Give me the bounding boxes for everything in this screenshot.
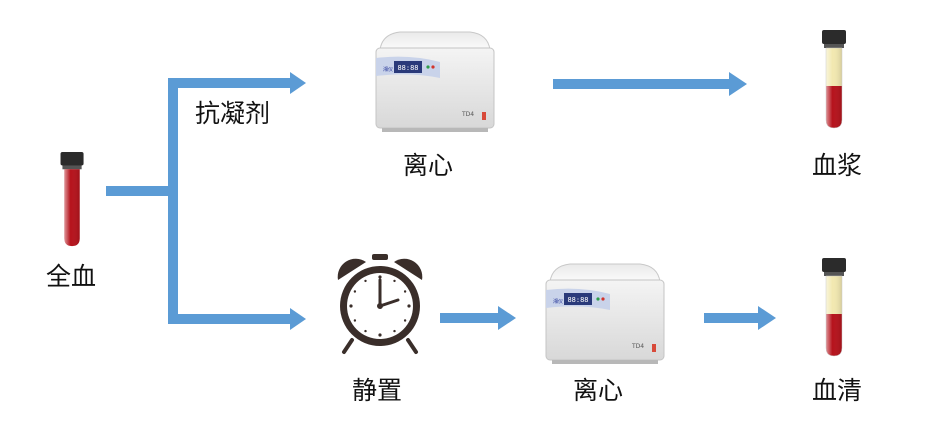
label-stand: 静置 — [352, 378, 402, 403]
centrifuge-bottom-image — [546, 264, 664, 364]
label-centrifuge-top: 离心 — [403, 153, 453, 178]
label-anticoagulant: 抗凝剂 — [195, 101, 270, 126]
arrow-to-plasma — [553, 72, 747, 96]
label-serum: 血清 — [812, 378, 862, 403]
plasma-tube — [822, 30, 846, 128]
label-centrifuge-bottom: 离心 — [573, 378, 623, 403]
arrow-to-centrifuge-bottom — [440, 306, 516, 330]
whole-blood-tube — [61, 152, 84, 246]
alarm-clock-icon — [338, 254, 423, 352]
label-plasma: 血浆 — [812, 153, 862, 178]
centrifuge-top-image — [376, 32, 494, 132]
serum-tube — [822, 258, 846, 356]
label-whole-blood: 全血 — [46, 264, 96, 289]
arrow-to-serum — [704, 306, 776, 330]
